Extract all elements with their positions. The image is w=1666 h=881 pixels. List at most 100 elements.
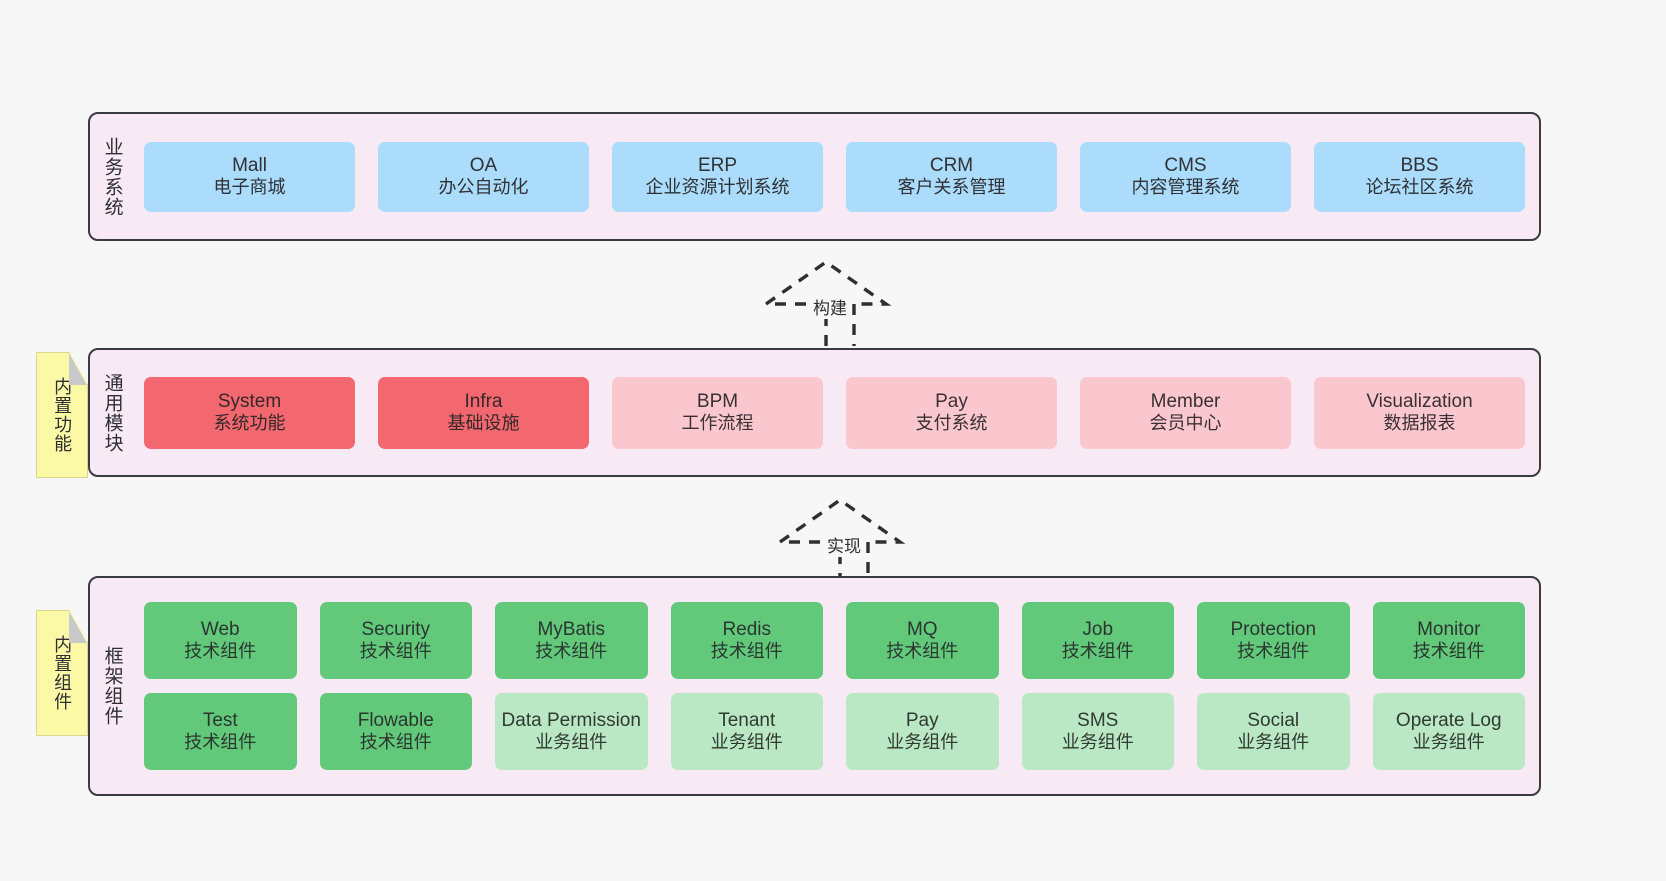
card-subtitle: 业务组件 — [886, 732, 959, 753]
layer-title-framework-component: 框架组件 — [101, 646, 123, 726]
layer-title-business-system: 业务系统 — [101, 136, 123, 217]
card-row: Mall 电子商城 OA 办公自动化 ERP 企业资源计划系统 CRM 客户关系… — [144, 141, 1525, 212]
connector-label-build: 构建 — [811, 294, 849, 319]
layer-framework-component: 框架组件 Web 技术组件 Security 技术组件 MyBatis 技术组件… — [88, 576, 1541, 796]
card-oa[interactable]: OA 办公自动化 — [378, 141, 589, 212]
card-job[interactable]: Job 技术组件 — [1021, 602, 1174, 679]
card-subtitle: 业务组件 — [710, 732, 783, 753]
card-subtitle: 技术组件 — [710, 641, 783, 662]
card-subtitle: 办公自动化 — [438, 177, 529, 198]
card-subtitle: 客户关系管理 — [897, 177, 1006, 198]
card-mybatis[interactable]: MyBatis 技术组件 — [495, 602, 648, 679]
card-sms[interactable]: SMS 业务组件 — [1021, 693, 1174, 770]
card-data-permission[interactable]: Data Permission 业务组件 — [495, 693, 648, 770]
card-subtitle: 技术组件 — [886, 641, 959, 662]
layer-title-common-module: 通用模块 — [101, 372, 123, 453]
card-title: SMS — [1077, 709, 1119, 731]
card-subtitle: 业务组件 — [1237, 732, 1310, 753]
card-title: CMS — [1164, 154, 1207, 176]
card-title: Social — [1247, 709, 1300, 731]
card-title: MyBatis — [537, 618, 606, 640]
card-title: Test — [202, 709, 238, 731]
card-title: Redis — [722, 618, 772, 640]
card-crm[interactable]: CRM 客户关系管理 — [846, 141, 1057, 212]
connector-label-implement: 实现 — [825, 532, 863, 557]
generalization-arrow-icon — [760, 259, 892, 346]
card-subtitle: 技术组件 — [1061, 641, 1134, 662]
card-row: Web 技术组件 Security 技术组件 MyBatis 技术组件 Redi… — [144, 602, 1525, 679]
card-member[interactable]: Member 会员中心 — [1080, 376, 1291, 449]
layer-body-business-system: Mall 电子商城 OA 办公自动化 ERP 企业资源计划系统 CRM 客户关系… — [134, 114, 1539, 239]
card-flowable[interactable]: Flowable 技术组件 — [319, 693, 472, 770]
card-erp[interactable]: ERP 企业资源计划系统 — [612, 141, 823, 212]
card-tenant[interactable]: Tenant 业务组件 — [670, 693, 823, 770]
card-bbs[interactable]: BBS 论坛社区系统 — [1314, 141, 1525, 212]
card-title: Job — [1082, 618, 1114, 640]
card-title: Protection — [1230, 618, 1317, 640]
layer-body-framework-component: Web 技术组件 Security 技术组件 MyBatis 技术组件 Redi… — [134, 578, 1539, 794]
card-web[interactable]: Web 技术组件 — [144, 602, 297, 679]
side-tab-builtin-function[interactable]: 内置功能 — [36, 352, 88, 478]
card-subtitle: 技术组件 — [359, 732, 432, 753]
card-subtitle: 基础设施 — [447, 413, 520, 434]
card-subtitle: 支付系统 — [915, 413, 988, 434]
card-title: Web — [200, 618, 240, 640]
card-title: Pay — [905, 709, 939, 731]
card-title: Flowable — [357, 709, 434, 731]
card-subtitle: 论坛社区系统 — [1365, 177, 1474, 198]
card-mq[interactable]: MQ 技术组件 — [846, 602, 999, 679]
card-pay[interactable]: Pay 支付系统 — [846, 376, 1057, 449]
card-subtitle: 技术组件 — [1237, 641, 1310, 662]
card-subtitle: 系统功能 — [213, 413, 286, 434]
card-subtitle: 会员中心 — [1149, 413, 1222, 434]
card-title: System — [217, 390, 282, 412]
connector-build: 构建 — [756, 258, 906, 348]
card-title: Operate Log — [1395, 709, 1502, 731]
card-protection[interactable]: Protection 技术组件 — [1197, 602, 1350, 679]
card-title: BPM — [696, 390, 739, 412]
card-subtitle: 技术组件 — [535, 641, 608, 662]
card-title: Monitor — [1417, 618, 1481, 640]
card-subtitle: 技术组件 — [184, 732, 257, 753]
card-subtitle: 工作流程 — [681, 413, 754, 434]
layer-body-common-module: System 系统功能 Infra 基础设施 BPM 工作流程 Pay 支付系统… — [134, 350, 1539, 475]
card-title: OA — [469, 154, 498, 176]
side-tab-builtin-component[interactable]: 内置组件 — [36, 610, 88, 736]
card-title: CRM — [929, 154, 974, 176]
card-subtitle: 数据报表 — [1383, 413, 1456, 434]
card-visualization[interactable]: Visualization 数据报表 — [1314, 376, 1525, 449]
card-subtitle: 业务组件 — [535, 732, 608, 753]
card-row: System 系统功能 Infra 基础设施 BPM 工作流程 Pay 支付系统… — [144, 376, 1525, 449]
card-monitor[interactable]: Monitor 技术组件 — [1372, 602, 1525, 679]
card-title: BBS — [1400, 154, 1439, 176]
card-subtitle: 技术组件 — [359, 641, 432, 662]
card-operate-log[interactable]: Operate Log 业务组件 — [1372, 693, 1525, 770]
card-subtitle: 业务组件 — [1412, 732, 1485, 753]
card-redis[interactable]: Redis 技术组件 — [670, 602, 823, 679]
card-title: Data Permission — [501, 709, 641, 731]
card-system[interactable]: System 系统功能 — [144, 376, 355, 449]
card-infra[interactable]: Infra 基础设施 — [378, 376, 589, 449]
connector-implement: 实现 — [770, 496, 920, 586]
card-bpm[interactable]: BPM 工作流程 — [612, 376, 823, 449]
card-subtitle: 企业资源计划系统 — [645, 177, 790, 198]
card-social[interactable]: Social 业务组件 — [1197, 693, 1350, 770]
card-test[interactable]: Test 技术组件 — [144, 693, 297, 770]
card-cms[interactable]: CMS 内容管理系统 — [1080, 141, 1291, 212]
card-title: Mall — [232, 154, 267, 176]
card-mall[interactable]: Mall 电子商城 — [144, 141, 355, 212]
card-pay-biz[interactable]: Pay 业务组件 — [846, 693, 999, 770]
card-subtitle: 电子商城 — [213, 177, 286, 198]
card-title: Member — [1150, 390, 1221, 412]
card-title: Infra — [464, 390, 503, 412]
card-title: Security — [361, 618, 431, 640]
card-title: Visualization — [1366, 390, 1473, 412]
card-subtitle: 技术组件 — [1412, 641, 1485, 662]
card-title: ERP — [697, 154, 738, 176]
card-title: Tenant — [718, 709, 776, 731]
card-security[interactable]: Security 技术组件 — [319, 602, 472, 679]
card-subtitle: 内容管理系统 — [1131, 177, 1240, 198]
layer-business-system: 业务系统 Mall 电子商城 OA 办公自动化 ERP 企业资源计划系统 CRM… — [88, 112, 1541, 241]
card-row: Test 技术组件 Flowable 技术组件 Data Permission … — [144, 693, 1525, 770]
